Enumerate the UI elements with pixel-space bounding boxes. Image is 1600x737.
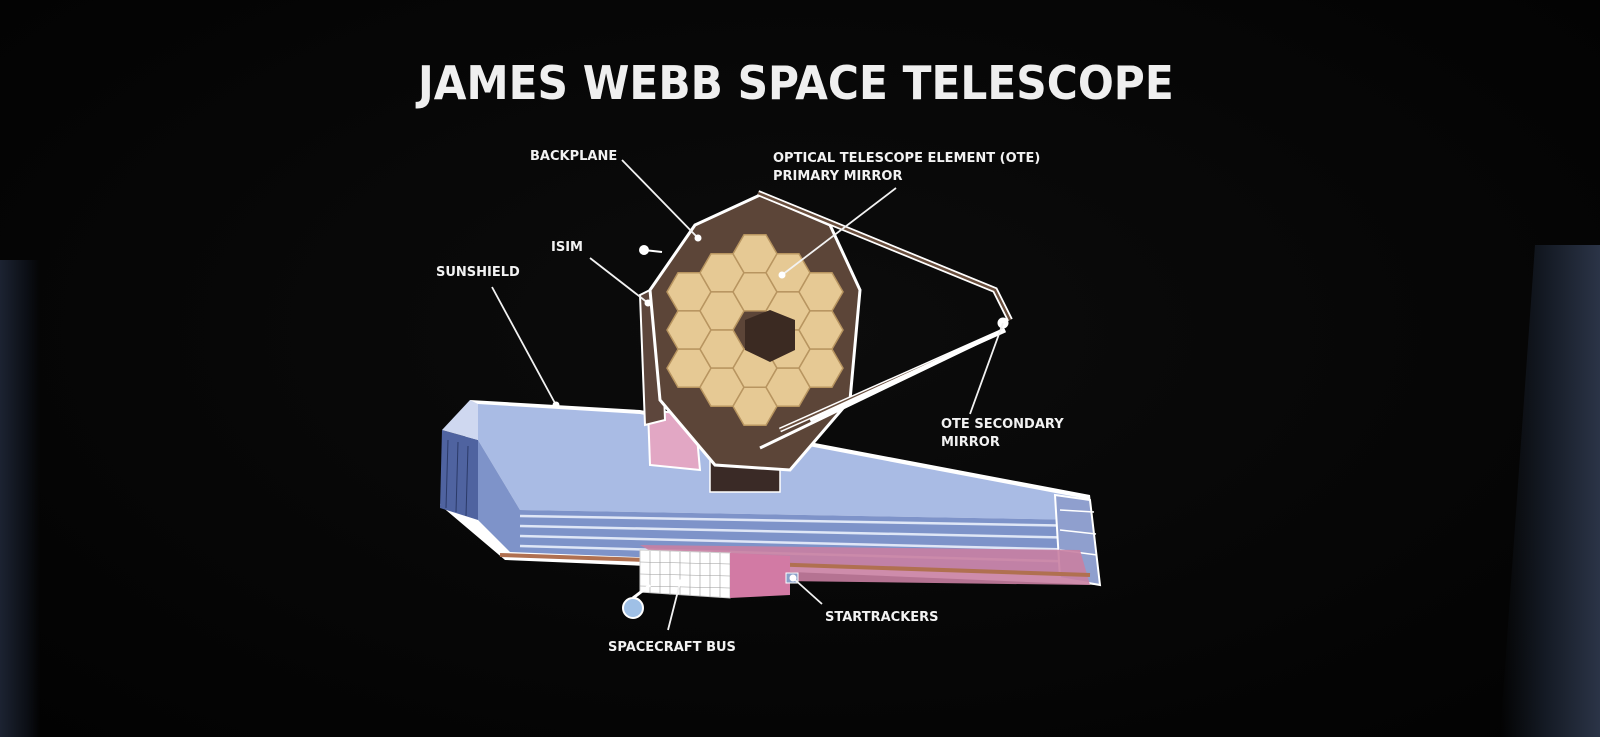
label-secondary-line2: MIRROR	[941, 434, 1000, 452]
label-startrackers: STARTRACKERS	[825, 609, 939, 627]
label-backplane: BACKPLANE	[530, 148, 617, 166]
spacecraft-bus	[623, 550, 798, 618]
label-ote-line2: PRIMARY MIRROR	[773, 168, 902, 186]
label-spacecraft-bus: SPACECRAFT BUS	[608, 639, 736, 657]
label-ote-line1: OPTICAL TELESCOPE ELEMENT (OTE)	[773, 150, 1040, 168]
label-secondary-line1: OTE SECONDARY	[941, 416, 1064, 434]
label-isim: ISIM	[551, 239, 583, 257]
label-sunshield: SUNSHIELD	[436, 264, 520, 282]
